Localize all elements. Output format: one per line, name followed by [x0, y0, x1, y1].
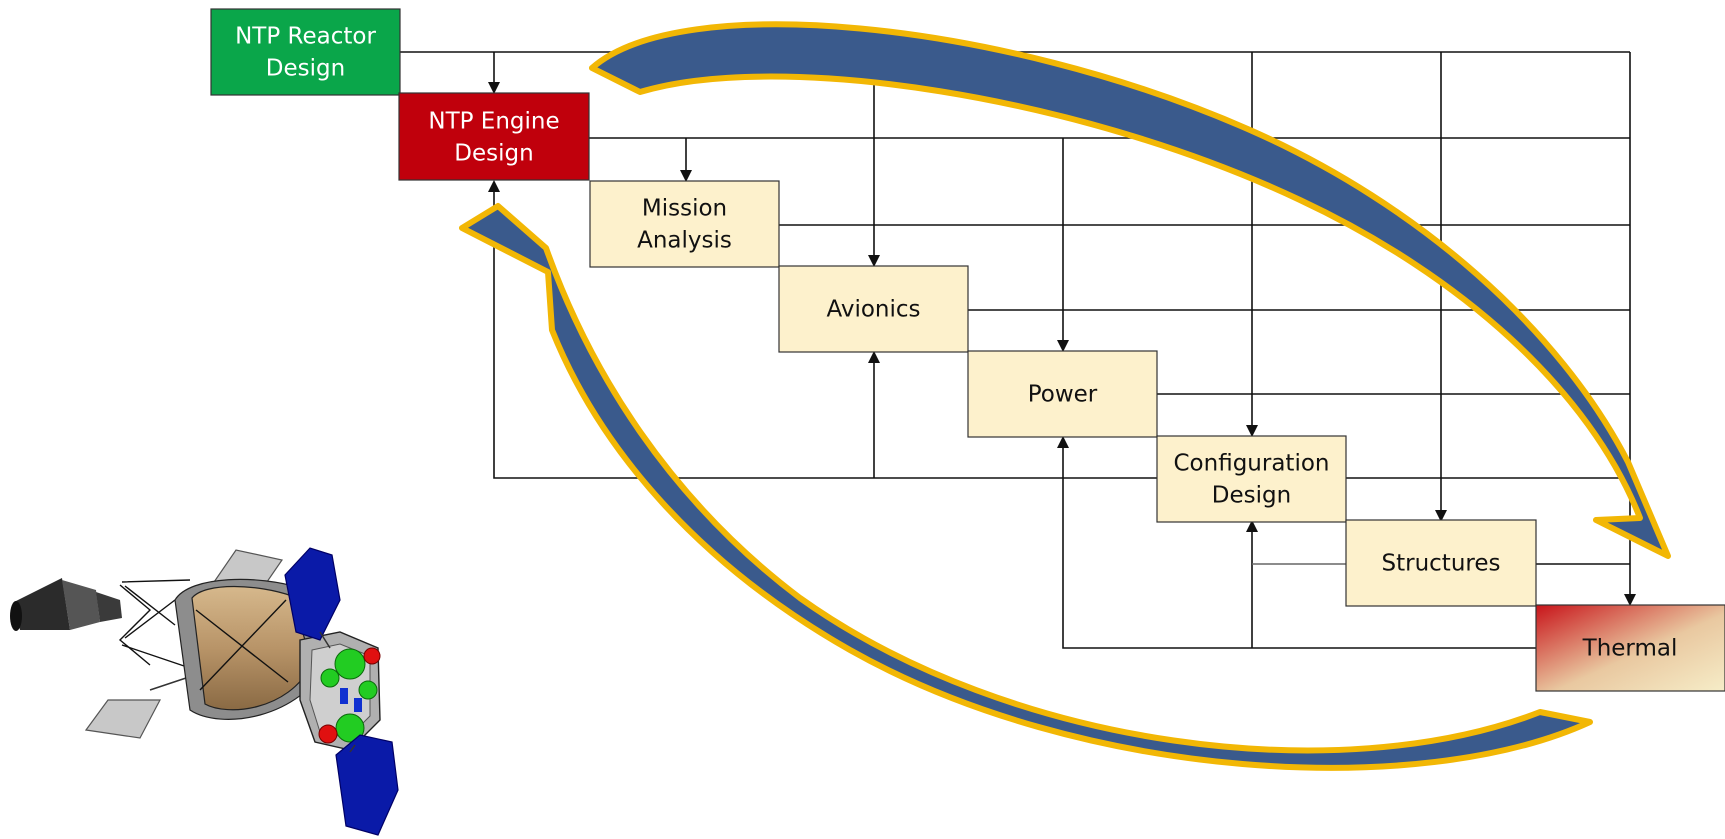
propellant-tank — [174, 578, 331, 720]
structures-box — [1345, 519, 1537, 607]
avionics-box — [778, 265, 969, 353]
configuration-label-line1: Configuration — [1174, 451, 1330, 477]
radiator-panel-lower — [335, 734, 399, 836]
thermal-box — [1535, 604, 1725, 692]
engine-label-line2: Design — [454, 141, 533, 167]
crew-module — [299, 631, 381, 751]
configuration-box — [1156, 435, 1347, 523]
mission-label-line2: Analysis — [637, 228, 732, 254]
avionics-label: Avionics — [826, 297, 920, 323]
forward-iteration-arrow — [589, 21, 1671, 559]
power-box — [967, 350, 1158, 438]
reactor-box — [210, 8, 401, 96]
node-mission-analysis: Mission Analysis — [589, 180, 780, 268]
node-thermal: Thermal — [1535, 604, 1725, 692]
node-avionics: Avionics — [778, 265, 969, 353]
node-ntp-reactor-design: NTP Reactor Design — [210, 8, 401, 96]
curved-cycle-arrows-icon — [459, 21, 1671, 771]
engine-nozzle — [10, 578, 122, 631]
structures-label: Structures — [1382, 551, 1501, 577]
configuration-label-line2: Design — [1212, 483, 1291, 509]
feedback-iteration-arrow — [459, 203, 1593, 771]
node-ntp-engine-design: NTP Engine Design — [398, 92, 590, 181]
node-configuration-design: Configuration Design — [1156, 435, 1347, 523]
configuration-feedback-to-engine-line — [488, 180, 1157, 479]
power-label: Power — [1028, 382, 1098, 408]
feed-forward-lines — [400, 51, 1636, 606]
node-structures: Structures — [1345, 519, 1537, 607]
ntp-spacecraft-illustration — [10, 547, 399, 836]
thermal-feedback-to-power-line — [1057, 436, 1536, 649]
thermal-label: Thermal — [1582, 636, 1678, 662]
feedback-lines — [488, 180, 1536, 649]
node-power: Power — [967, 350, 1158, 438]
truss-structure — [118, 579, 191, 669]
radiator-panel-upper — [284, 547, 341, 641]
solar-panel-lower — [84, 699, 161, 739]
engine-box — [398, 92, 590, 181]
engine-label-line1: NTP Engine — [428, 109, 559, 135]
mission-box — [589, 180, 780, 268]
reactor-label-line1: NTP Reactor — [235, 24, 376, 50]
reactor-label-line2: Design — [266, 56, 345, 82]
mission-label-line1: Mission — [642, 196, 727, 222]
